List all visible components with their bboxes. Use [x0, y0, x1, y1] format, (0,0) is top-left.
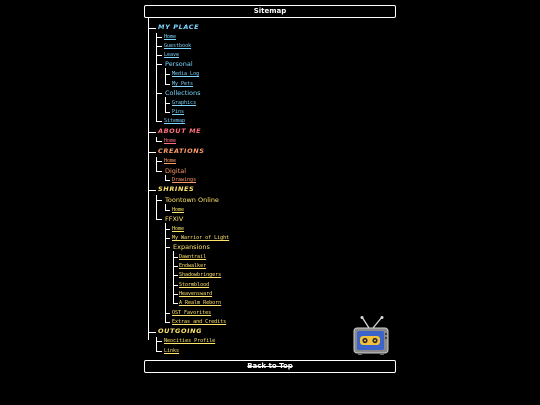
- link-toontown-home[interactable]: Home: [172, 207, 185, 213]
- link-links[interactable]: Links: [164, 348, 180, 354]
- link-shadowbringers[interactable]: Shadowbringers: [179, 272, 222, 278]
- link-ffxiv-home[interactable]: Home: [172, 226, 185, 232]
- group-toontown: Toontown Online: [165, 196, 219, 204]
- link-endwalker[interactable]: Endwalker: [179, 263, 207, 269]
- link-dawntrail[interactable]: Dawntrail: [179, 254, 207, 260]
- link-graphics[interactable]: Graphics: [172, 100, 197, 106]
- back-to-top-button[interactable]: Back to Top: [144, 360, 396, 373]
- group-expansions: Expansions: [173, 243, 210, 251]
- link-extras-credits[interactable]: Extras and Credits: [172, 319, 227, 325]
- link-neocities-profile[interactable]: Neocities Profile: [164, 338, 216, 344]
- sitemap-header: Sitemap: [144, 5, 396, 18]
- link-guestbook[interactable]: Guestbook: [164, 43, 192, 49]
- link-a-realm-reborn[interactable]: A Realm Reborn: [179, 300, 222, 306]
- tree-trunk: [148, 18, 149, 340]
- group-personal: Personal: [165, 60, 193, 68]
- link-pins[interactable]: Pins: [172, 109, 185, 115]
- link-about-home[interactable]: Home: [164, 138, 177, 144]
- link-my-pets[interactable]: My Pets: [172, 81, 194, 87]
- section-creations[interactable]: CREATIONS: [158, 147, 205, 155]
- link-leave[interactable]: Leave: [164, 52, 180, 58]
- link-my-place-home[interactable]: Home: [164, 34, 177, 40]
- link-creations-home[interactable]: Home: [164, 158, 177, 164]
- section-my-place[interactable]: MY PLACE: [158, 23, 200, 31]
- link-drawings[interactable]: Drawings: [172, 177, 197, 183]
- section-outgoing[interactable]: OUTGOING: [158, 327, 203, 335]
- group-digital: Digital: [165, 167, 187, 175]
- group-ffxiv: FFXIV: [165, 215, 184, 223]
- section-about-me[interactable]: ABOUT ME: [158, 127, 202, 135]
- group-collections: Collections: [165, 89, 201, 97]
- link-heavensward[interactable]: Heavensward: [179, 291, 213, 297]
- link-media-log[interactable]: Media Log: [172, 71, 200, 77]
- link-sitemap[interactable]: Sitemap: [164, 118, 186, 124]
- link-warrior-of-light[interactable]: My Warrior of Light: [172, 235, 230, 241]
- section-shrines[interactable]: SHRINES: [158, 185, 195, 193]
- retro-tv-icon: [352, 316, 390, 356]
- link-ost-favorites[interactable]: OST Favorites: [172, 310, 212, 316]
- link-stormblood[interactable]: Stormblood: [179, 282, 210, 288]
